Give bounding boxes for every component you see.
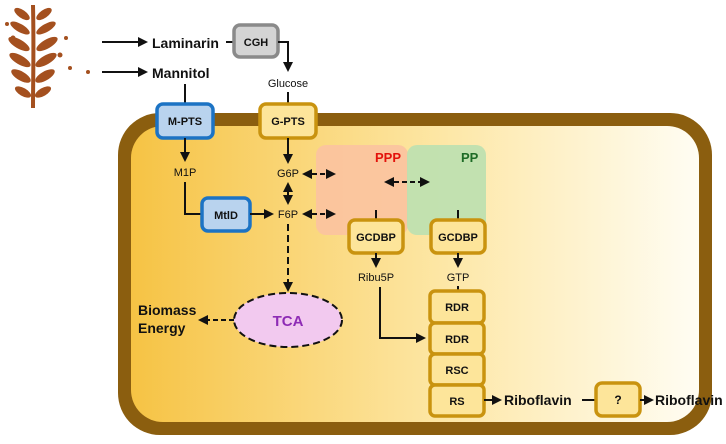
pp-region <box>407 145 486 235</box>
rdr-bottom-label: RDR <box>445 334 469 346</box>
g6p-label: G6P <box>277 168 299 180</box>
m1p-label: M1P <box>174 167 197 179</box>
seaweed-icon <box>5 4 90 109</box>
glucose-label: Glucose <box>268 78 308 90</box>
rsc-label: RSC <box>445 365 468 377</box>
f6p-label: F6P <box>278 209 298 221</box>
biomass-label: Biomass <box>138 302 197 318</box>
arrow-ribu5p-rdr <box>379 287 426 343</box>
line-m1p-mtld <box>184 182 202 215</box>
gcdbp-left-label: GCDBP <box>356 232 396 244</box>
ribu5p-label: Ribu5P <box>358 272 394 284</box>
unknown-exporter-label: ? <box>614 393 621 407</box>
riboflavin-outside-label: Riboflavin <box>655 392 723 408</box>
pp-label: PP <box>461 150 479 165</box>
cgh-label: CGH <box>244 37 269 49</box>
mtld-label: MtlD <box>214 210 238 222</box>
gcdbp-right-label: GCDBP <box>438 232 478 244</box>
arrow-cgh-glucose <box>278 41 293 72</box>
tca-label: TCA <box>273 313 304 330</box>
rdr-top-label: RDR <box>445 302 469 314</box>
energy-label: Energy <box>138 320 186 336</box>
ppp-label: PPP <box>375 150 401 165</box>
mpts-label: M-PTS <box>168 116 202 128</box>
mannitol-label: Mannitol <box>152 65 210 81</box>
cell-interior <box>131 126 699 422</box>
ppp-region <box>316 145 408 235</box>
riboflavin-inside-label: Riboflavin <box>504 392 572 408</box>
tca-node <box>233 292 343 348</box>
rs-label: RS <box>449 396 464 408</box>
gtp-label: GTP <box>447 272 470 284</box>
laminarin-label: Laminarin <box>152 35 219 51</box>
gpts-label: G-PTS <box>271 116 305 128</box>
